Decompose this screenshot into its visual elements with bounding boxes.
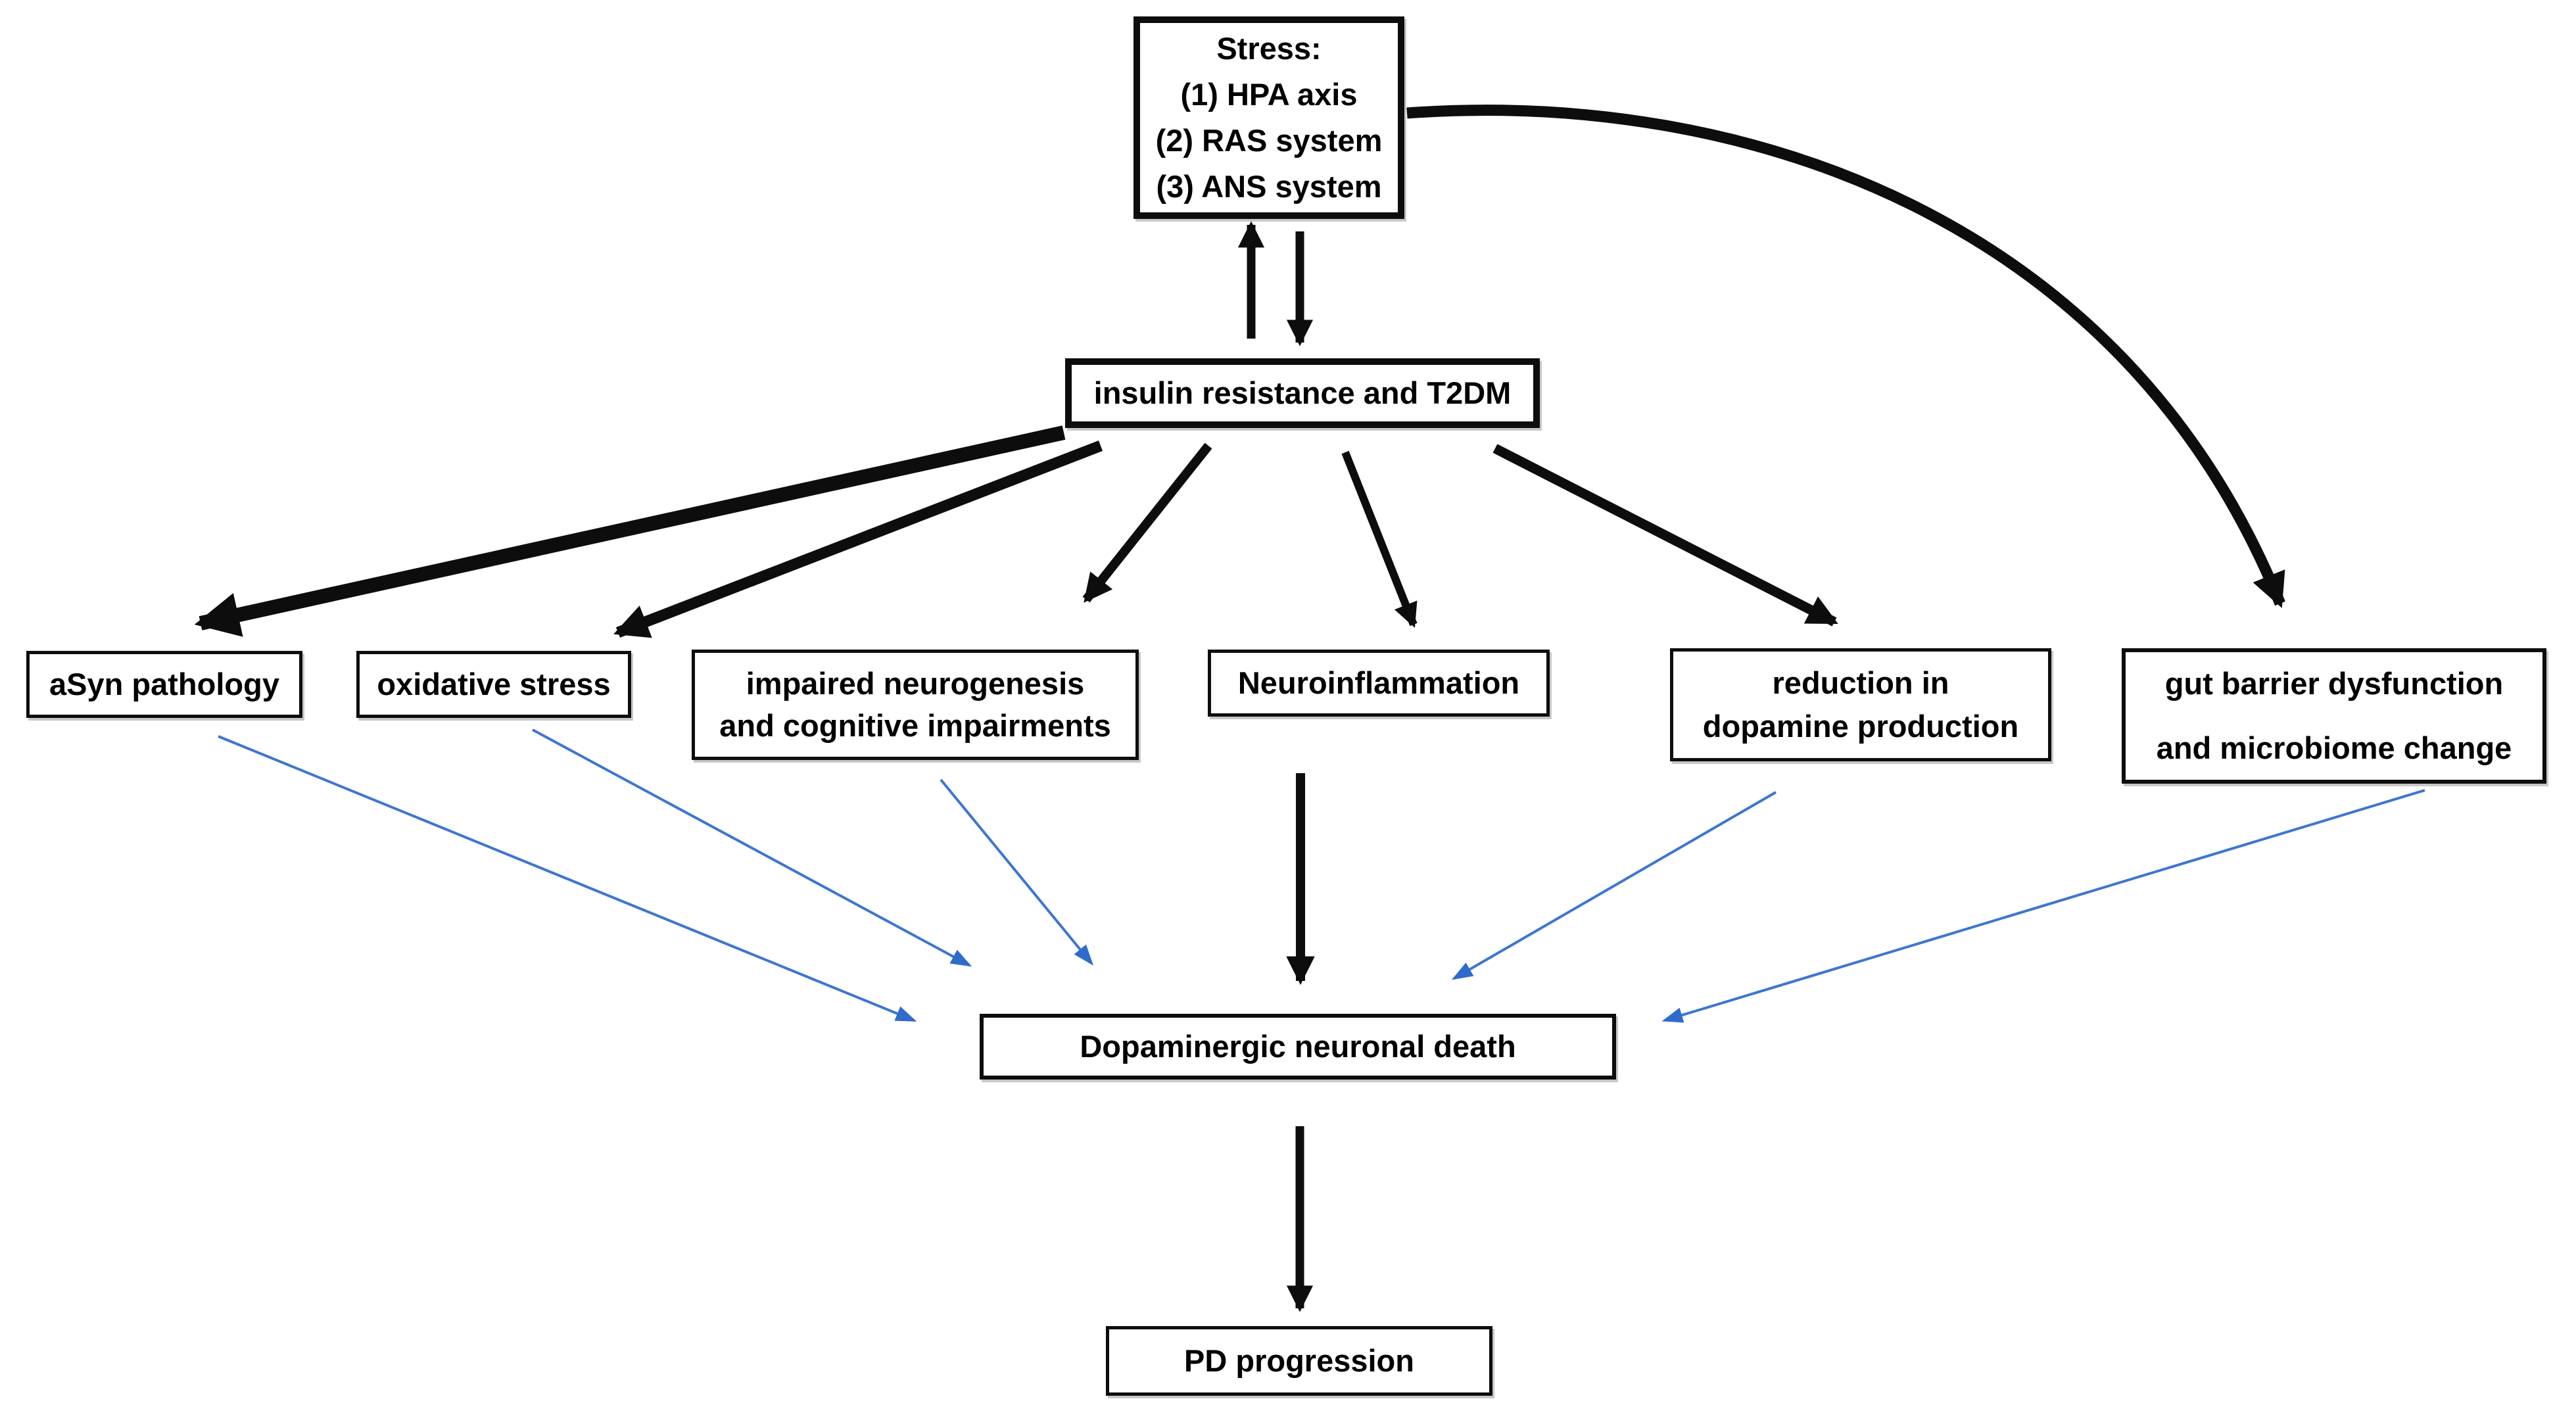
node-label: and cognitive impairments xyxy=(719,708,1111,743)
node-pd-progression: PD progression xyxy=(1106,1326,1492,1396)
node-gut-barrier: gut barrier dysfunction and microbiome ch… xyxy=(2122,648,2546,784)
node-oxidative-stress: oxidative stress xyxy=(356,651,631,718)
arrow-insulin-to-asyn xyxy=(194,425,1066,637)
arrow-gut-to-death xyxy=(1661,789,2425,1023)
node-label: (3) ANS system xyxy=(1156,169,1382,204)
arrow-insulin-to-reduction xyxy=(1492,444,1838,627)
arrow-insulin-to-impaired xyxy=(1082,442,1212,603)
node-dopaminergic-death: Dopaminergic neuronal death xyxy=(980,1014,1616,1080)
node-label: reduction in xyxy=(1772,665,1949,700)
node-insulin-resistance: insulin resistance and T2DM xyxy=(1065,358,1540,428)
node-label: Stress: xyxy=(1216,31,1322,66)
node-label: impaired neurogenesis xyxy=(746,666,1085,701)
node-asyn-pathology: aSyn pathology xyxy=(26,651,302,718)
node-label: oxidative stress xyxy=(377,667,611,701)
node-label: insulin resistance and T2DM xyxy=(1093,375,1512,410)
node-label: Neuroinflammation xyxy=(1237,665,1520,700)
node-label: and microbiome change xyxy=(2156,730,2512,765)
node-label: Dopaminergic neuronal death xyxy=(1080,1029,1516,1064)
node-impaired-neurogenesis: impaired neurogenesis and cognitive impai… xyxy=(692,650,1139,760)
node-stress: Stress: (1) HPA axis (2) RAS system (3) ANS… xyxy=(1133,16,1404,219)
node-label: gut barrier dysfunction xyxy=(2164,666,2504,701)
node-dopamine-reduction: reduction in dopamine production xyxy=(1670,648,2051,761)
arrow-reduction-to-death xyxy=(1451,791,1777,980)
arrow-impaired-to-death xyxy=(940,778,1094,966)
node-label: PD progression xyxy=(1184,1343,1414,1378)
node-label: dopamine production xyxy=(1702,709,2019,744)
node-label: aSyn pathology xyxy=(49,667,279,701)
arrow-insulin-to-oxidative xyxy=(613,440,1103,638)
edges-group xyxy=(194,105,2425,1312)
node-label: (2) RAS system xyxy=(1155,123,1383,158)
arrow-asyn-to-death xyxy=(218,735,917,1022)
arrow-insulin-to-neuroinflammation xyxy=(1341,450,1418,628)
arrow-stress-to-gut-curve xyxy=(1406,105,2285,608)
arrow-oxidative-to-death xyxy=(532,728,972,967)
node-neuroinflammation: Neuroinflammation xyxy=(1208,650,1550,717)
node-label: (1) HPA axis xyxy=(1180,77,1358,112)
